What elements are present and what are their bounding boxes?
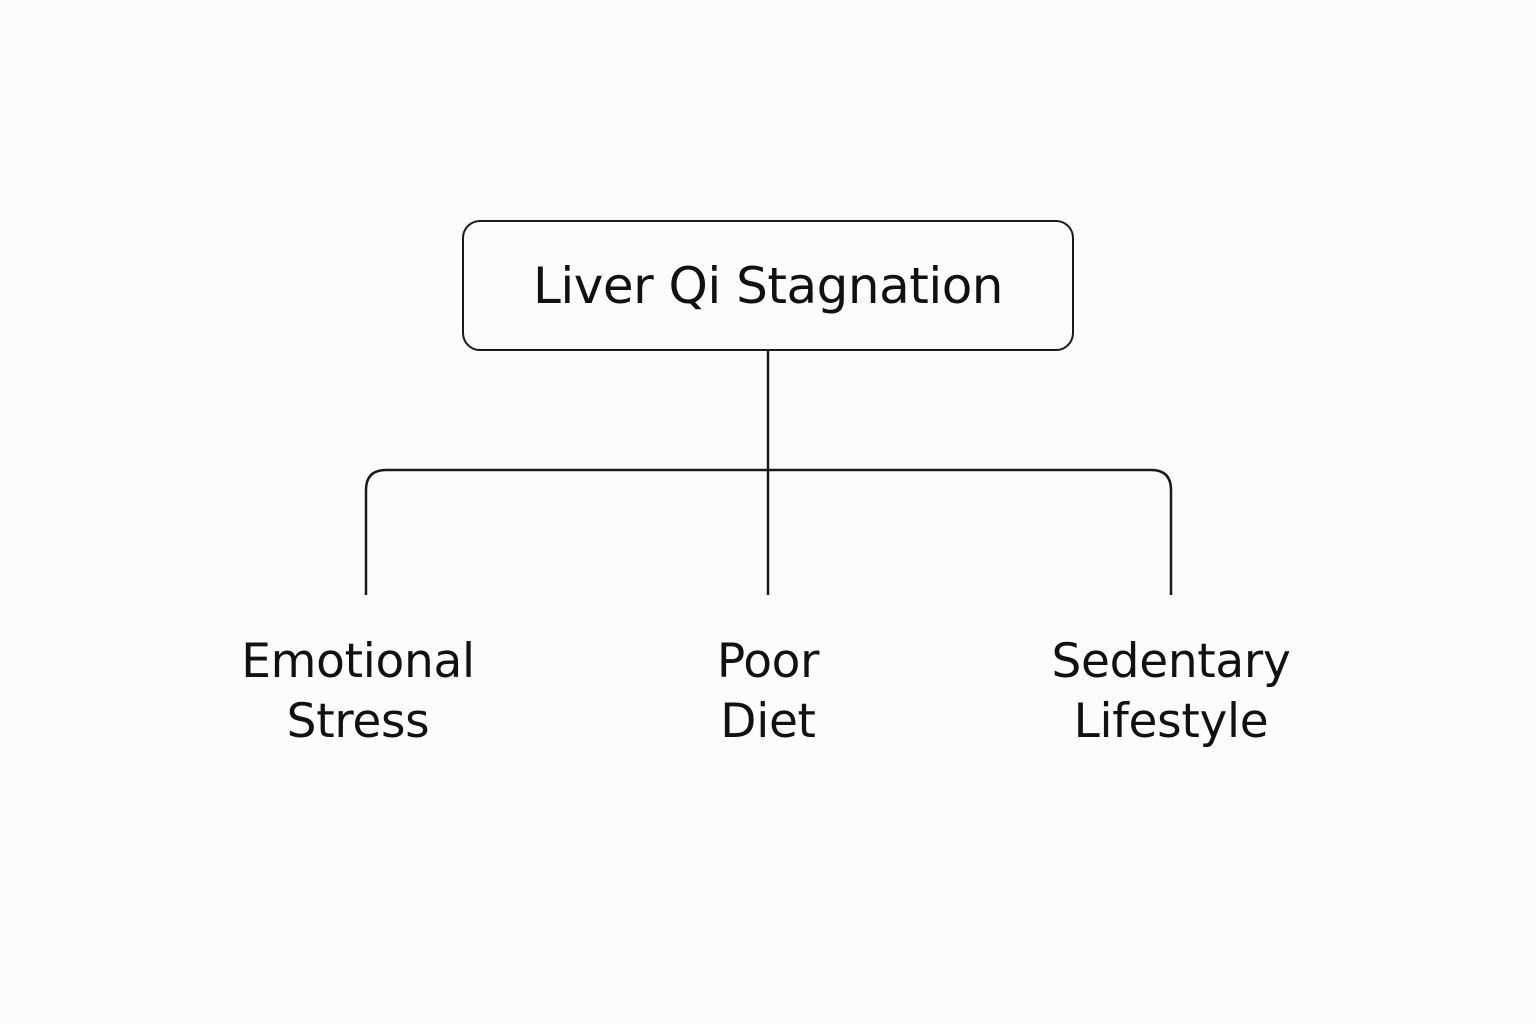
child-node-emotional-stress: Emotional Stress bbox=[198, 632, 518, 752]
child-node-label-line1: Poor bbox=[716, 634, 820, 689]
child-node-label-line2: Diet bbox=[720, 694, 816, 749]
child-node-sedentary-lifestyle: Sedentary Lifestyle bbox=[1011, 632, 1331, 752]
child-node-label-line1: Emotional bbox=[241, 634, 475, 689]
child-node-label-line1: Sedentary bbox=[1051, 634, 1291, 689]
child-node-label-line2: Stress bbox=[286, 694, 430, 749]
child-node-label-line2: Lifestyle bbox=[1073, 694, 1269, 749]
root-node-label: Liver Qi Stagnation bbox=[532, 256, 1004, 315]
child-node-poor-diet: Poor Diet bbox=[608, 632, 928, 752]
root-node: Liver Qi Stagnation bbox=[462, 220, 1074, 351]
